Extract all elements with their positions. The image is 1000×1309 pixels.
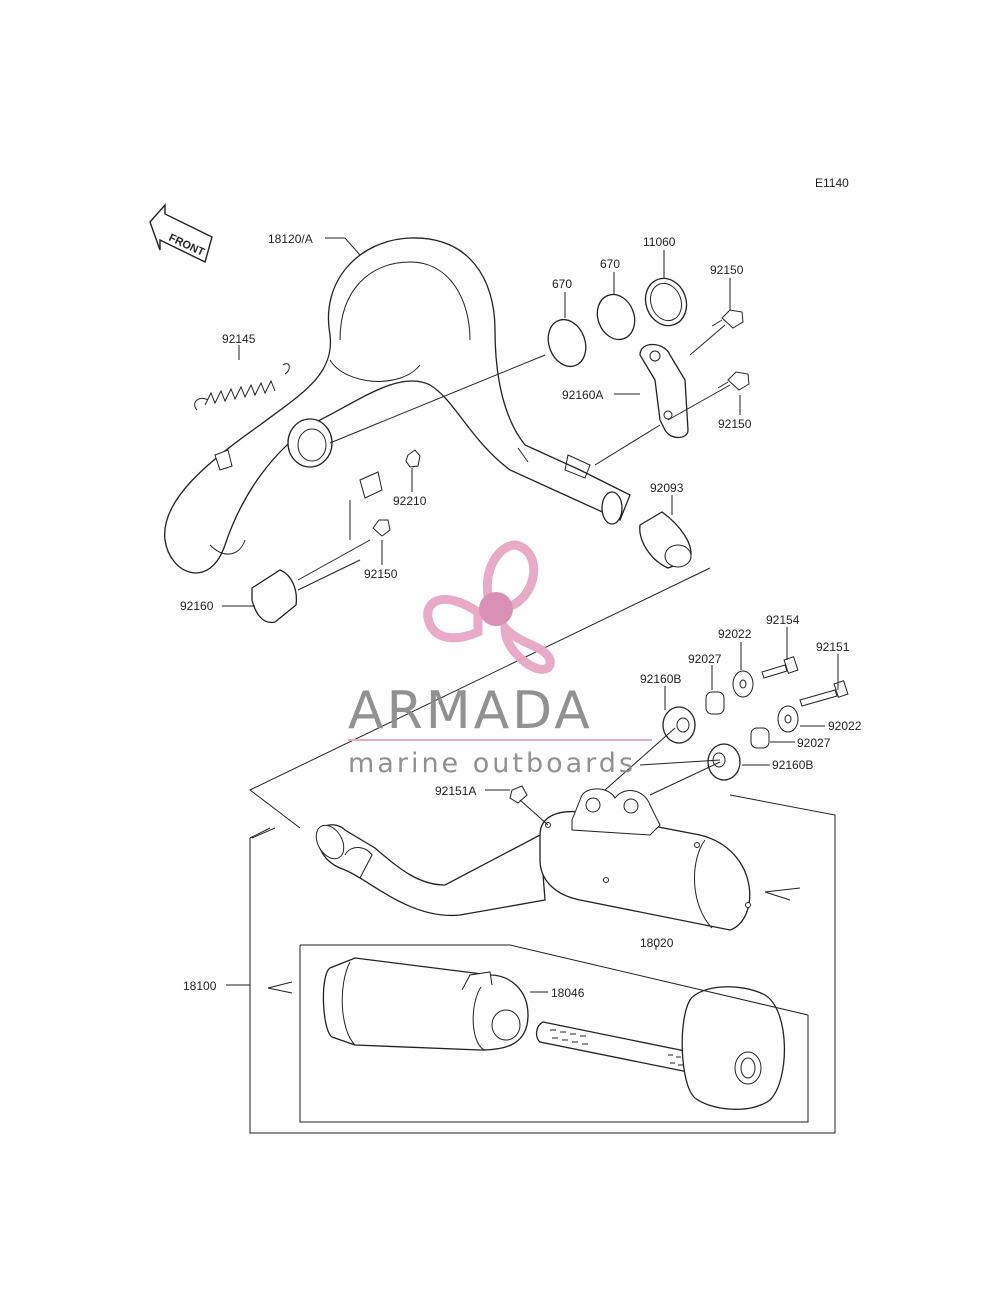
label-92210: 92210 — [393, 494, 427, 508]
callout-labels: 18120/A 670 670 11060 92150 92145 92160A… — [180, 232, 862, 1000]
label-18120a: 18120/A — [268, 232, 313, 246]
label-670-b: 670 — [600, 257, 620, 271]
label-92160: 92160 — [180, 599, 214, 613]
watermark-tagline: marine outboards — [348, 748, 636, 779]
washer-92022-a — [732, 670, 754, 698]
label-18100: 18100 — [183, 979, 217, 993]
collar-92093 — [639, 511, 692, 569]
collar-92027-b — [750, 727, 770, 749]
label-92093: 92093 — [650, 481, 684, 495]
muffler-assembly — [315, 788, 751, 931]
gasket-670-b — [596, 293, 636, 341]
label-92027-a: 92027 — [688, 652, 722, 666]
bolt-92150-b — [717, 371, 750, 391]
propeller-logo-icon — [423, 540, 555, 674]
inner-pipe-18046 — [535, 1021, 691, 1073]
bolt-92150-a — [711, 309, 744, 329]
bracket-92160a — [639, 343, 689, 439]
label-92027-b: 92027 — [797, 736, 831, 750]
frame-18100 — [249, 827, 271, 839]
label-92022-a: 92022 — [718, 627, 752, 641]
front-arrow-icon: FRONT — [149, 203, 213, 263]
damper-92160b-b — [707, 743, 741, 781]
gasket-11060 — [644, 277, 688, 327]
silencer-body — [322, 957, 529, 1051]
washer-92022-b — [777, 705, 799, 733]
exhaust-pipe — [164, 237, 631, 574]
bolt-92150-c — [372, 519, 391, 537]
label-670-a: 670 — [552, 277, 572, 291]
label-92150-a: 92150 — [710, 263, 744, 277]
label-92160b-b: 92160B — [772, 758, 813, 772]
label-18020: 18020 — [640, 936, 674, 950]
label-92151: 92151 — [816, 640, 850, 654]
damper-92160b-a — [662, 706, 696, 744]
bolt-92154 — [761, 656, 799, 679]
diagram-code: E1140 — [815, 176, 849, 190]
frame-18020 — [299, 944, 809, 1123]
label-92160b-a: 92160B — [640, 672, 681, 686]
nut-92210 — [405, 449, 421, 468]
label-92145: 92145 — [222, 332, 256, 346]
label-18046: 18046 — [551, 986, 585, 1000]
leader-lines — [222, 237, 839, 993]
watermark-brand: ARMADA — [348, 681, 593, 741]
bolt-92151 — [799, 680, 849, 707]
label-92150-b: 92150 — [718, 417, 752, 431]
collar-92027-a — [705, 691, 725, 715]
bolt-92151a — [509, 785, 528, 804]
spring-92145 — [194, 363, 290, 411]
label-92160a: 92160A — [562, 388, 603, 402]
label-92022-b: 92022 — [828, 719, 862, 733]
label-92154: 92154 — [766, 613, 800, 627]
end-cap — [681, 986, 786, 1110]
label-11060: 11060 — [643, 235, 676, 249]
label-92151a: 92151A — [435, 784, 476, 798]
bracket-92160 — [251, 569, 298, 624]
watermark: ARMADA marine outboards — [348, 540, 652, 779]
gasket-670-a — [547, 318, 587, 368]
label-92150-c: 92150 — [364, 567, 398, 581]
